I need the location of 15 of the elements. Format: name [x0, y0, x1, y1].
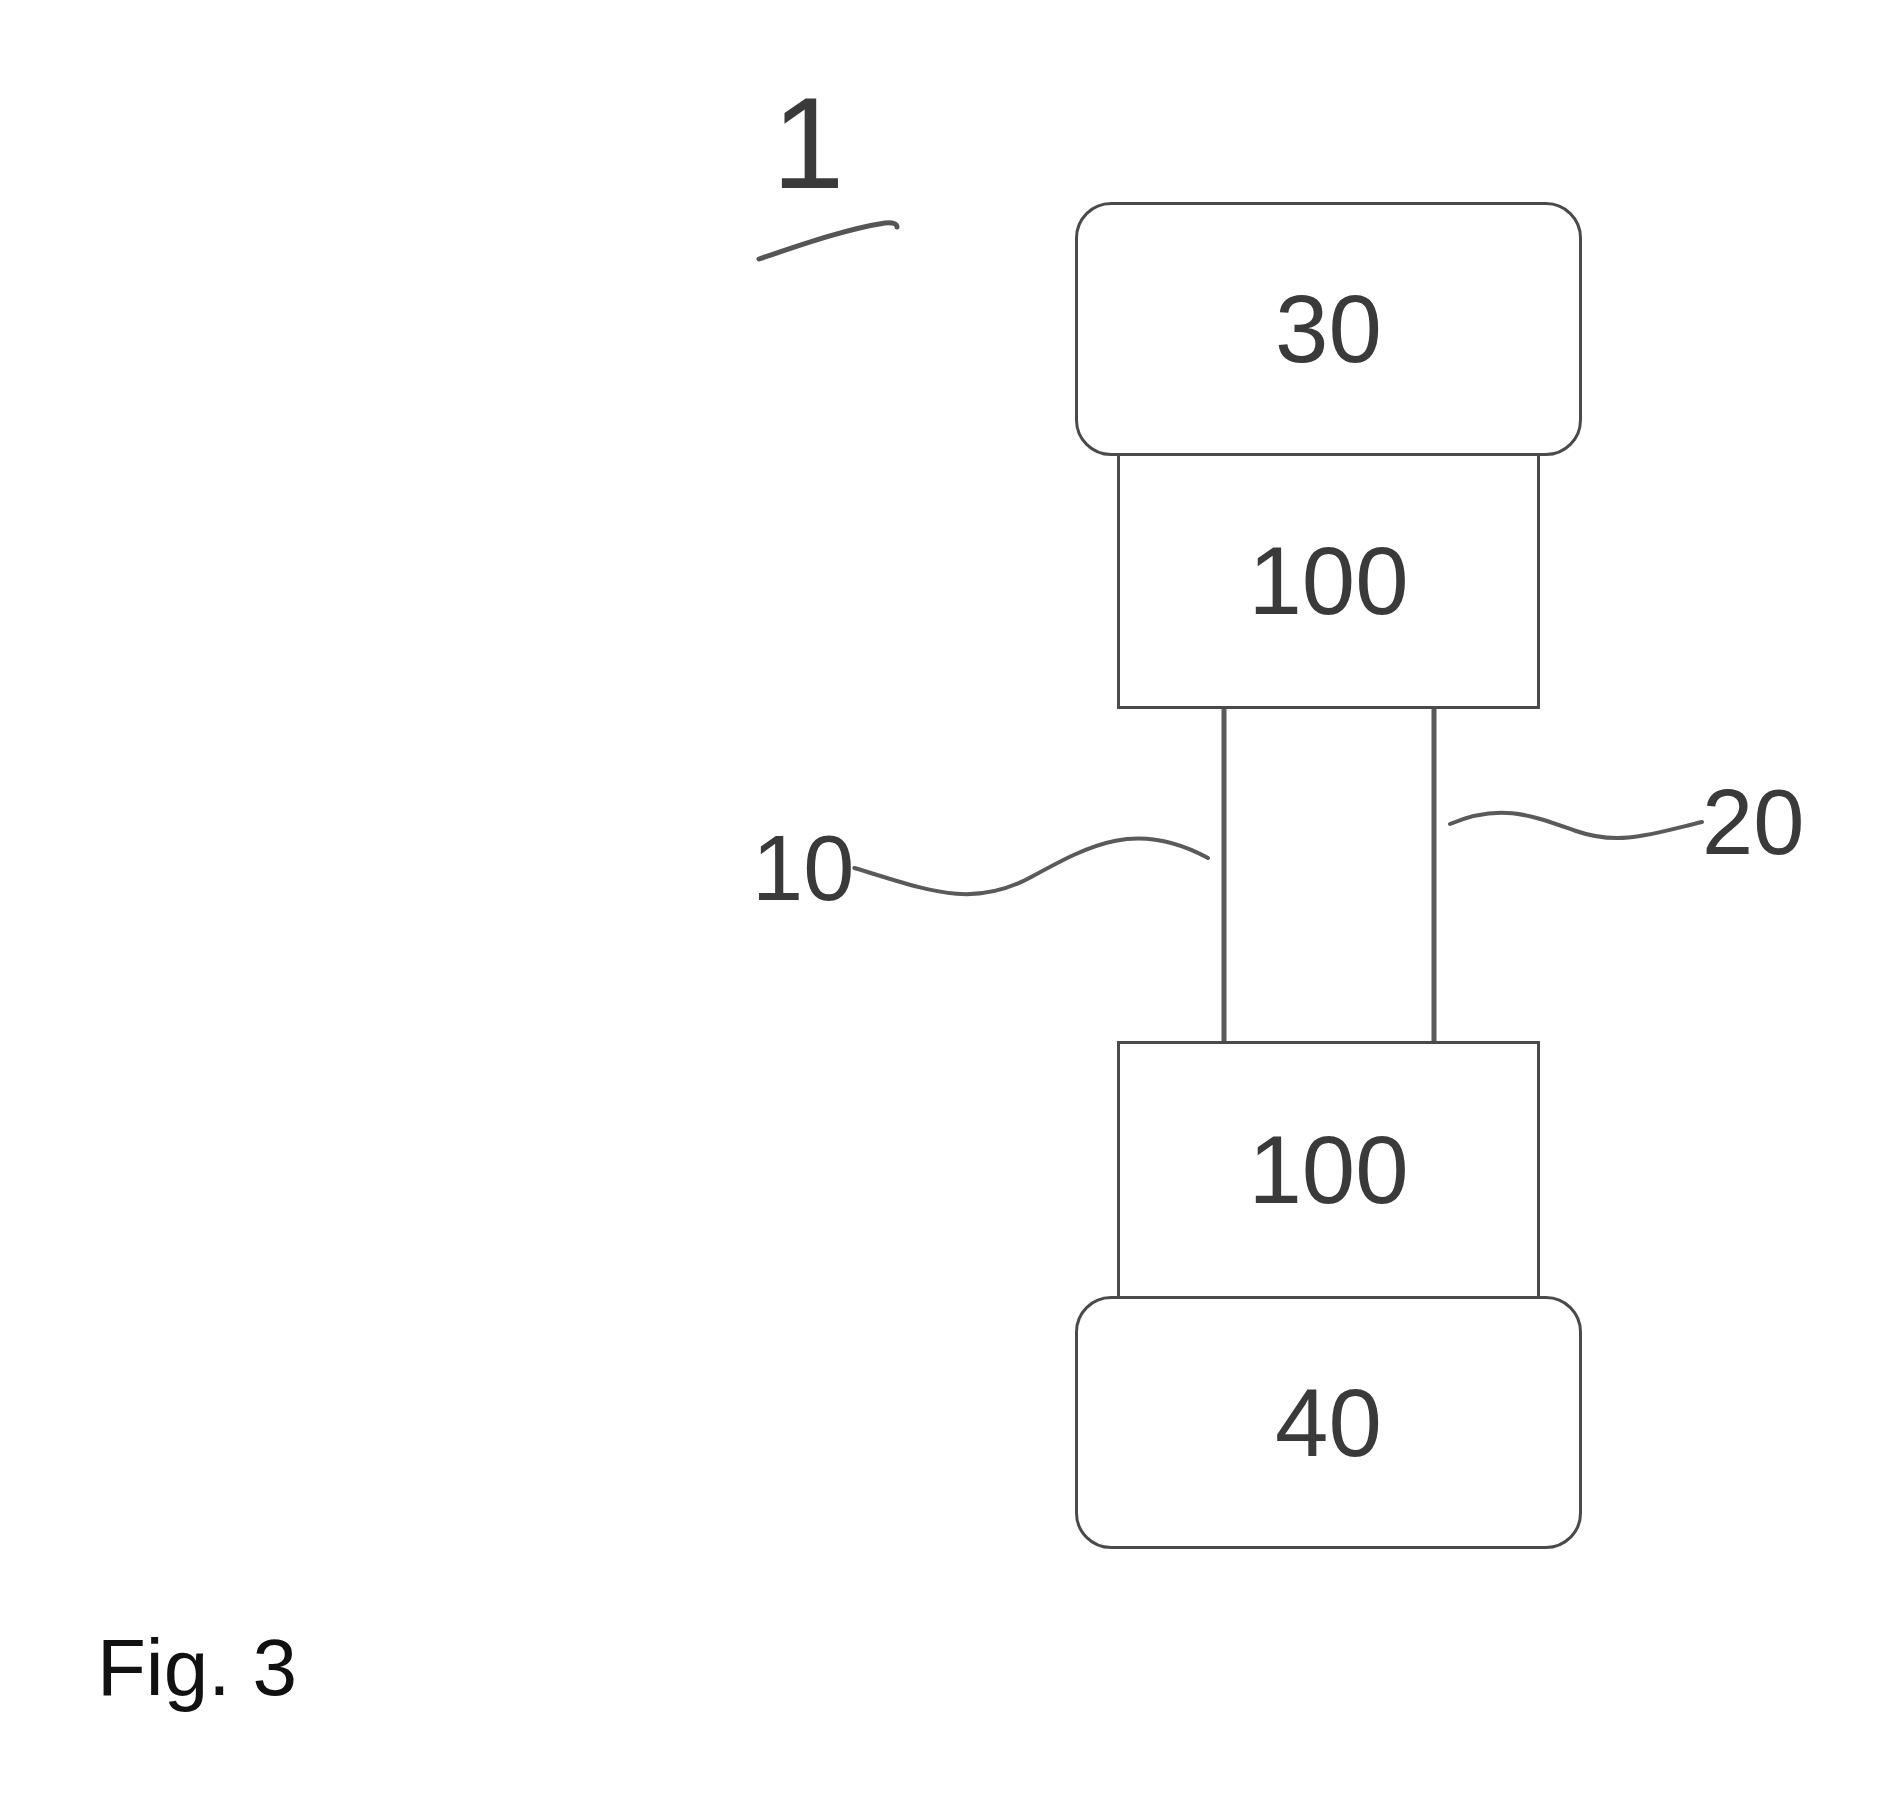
reference-number: 30 — [1275, 281, 1382, 377]
reference-number: 10 — [752, 822, 855, 914]
component-box — [1075, 1296, 1582, 1549]
leader-line — [1448, 810, 1704, 840]
connector-line — [1431, 706, 1437, 1044]
reference-number: 100 — [1248, 533, 1409, 629]
component-box — [1117, 453, 1540, 709]
reference-number: 20 — [1702, 776, 1805, 868]
reference-number: 1 — [772, 78, 845, 208]
connector-line — [1221, 706, 1227, 1044]
reference-number: 100 — [1248, 1122, 1409, 1218]
leader-line — [852, 836, 1210, 897]
reference-number: 40 — [1275, 1374, 1382, 1471]
component-box — [1075, 202, 1582, 456]
component-box — [1117, 1041, 1540, 1299]
